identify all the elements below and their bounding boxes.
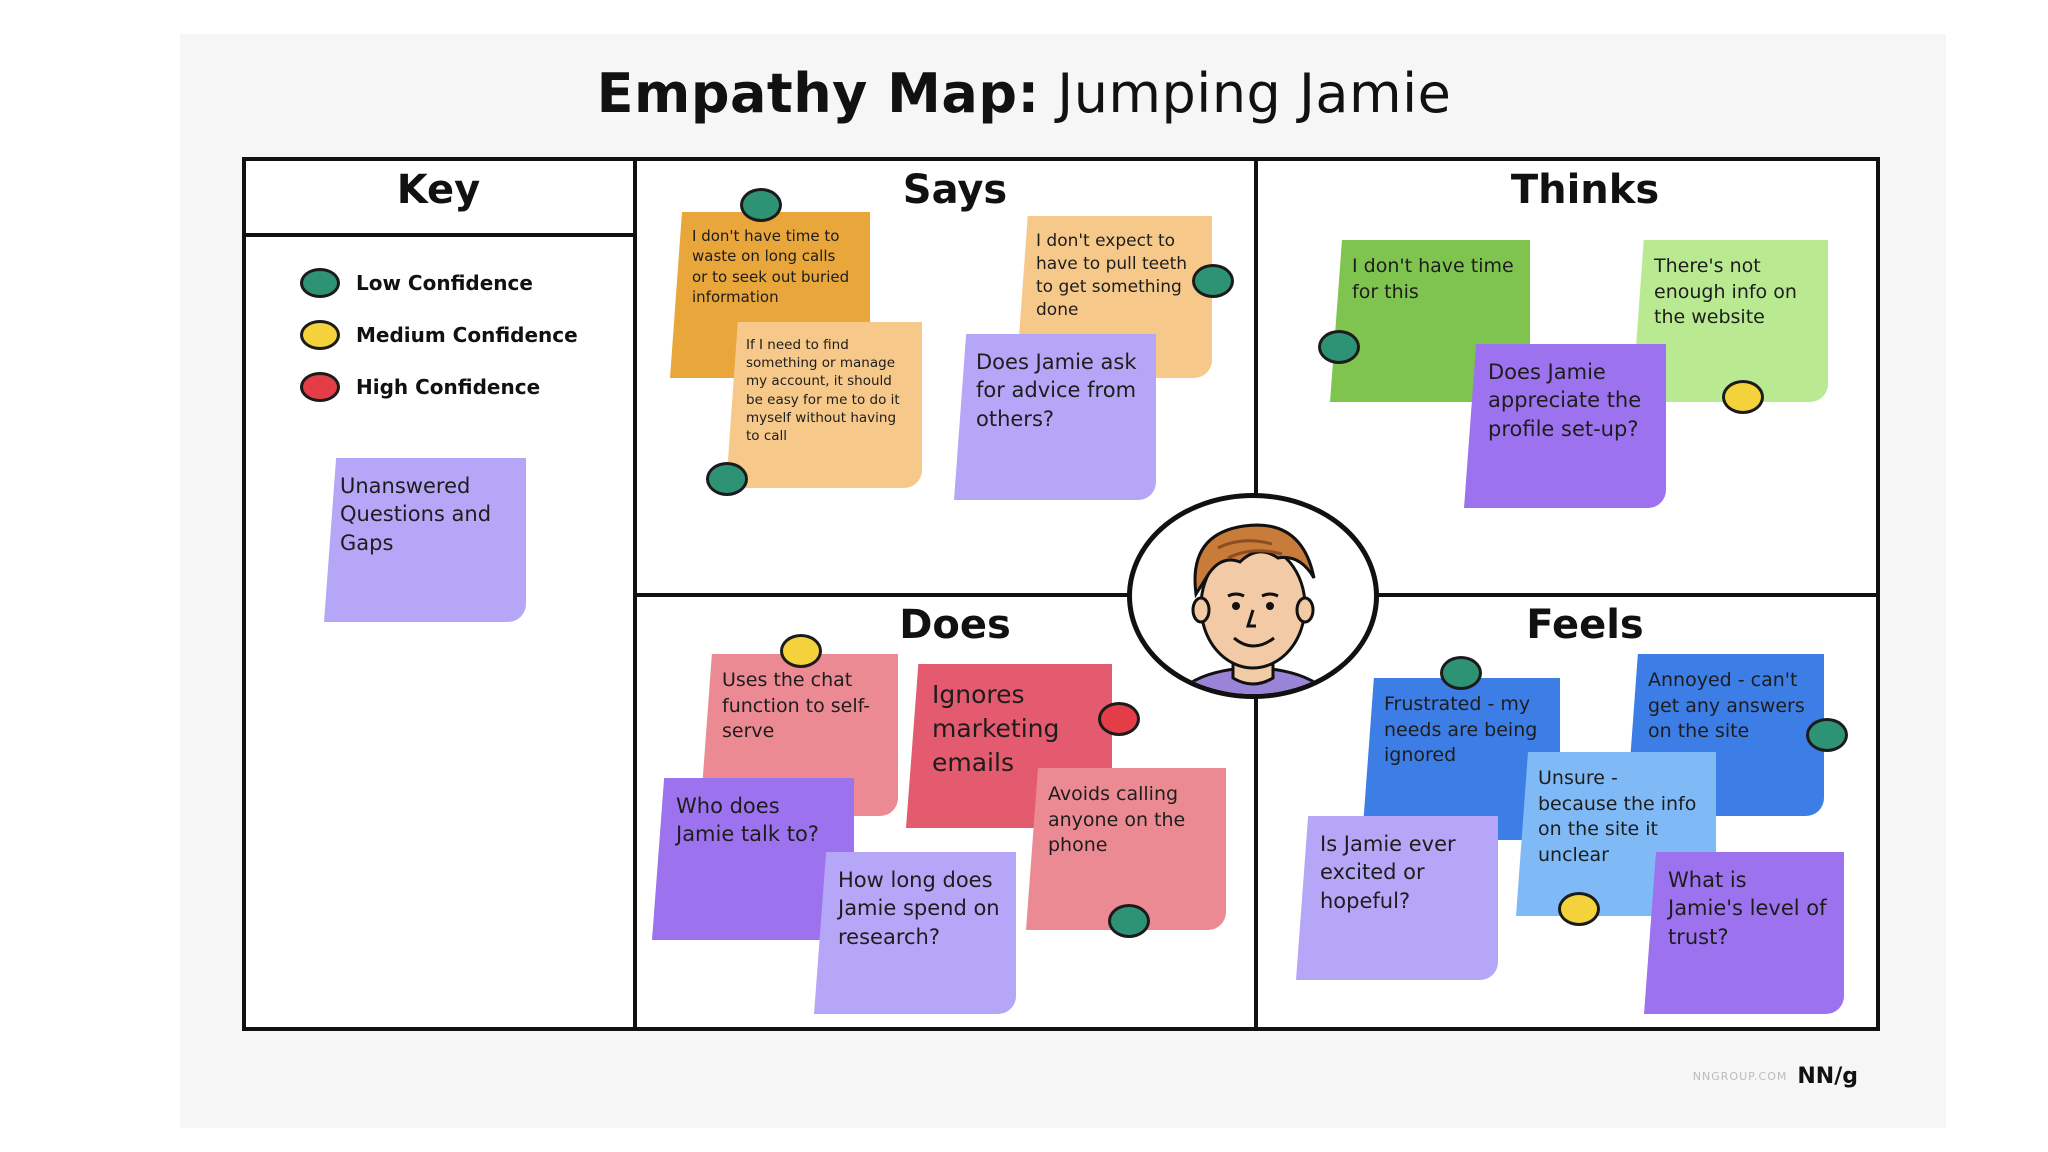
nng-logo: NN/g [1797, 1064, 1858, 1089]
note-does-calling: Avoids calling anyone on the phone [1026, 768, 1226, 930]
note-feels-question-trust: What is Jamie's level of trust? [1644, 852, 1844, 1014]
note-feels-annoyed: Annoyed - can't get any answers on the s… [1626, 654, 1824, 816]
key-title: Key [396, 167, 481, 213]
legend-high-label: High Confidence [356, 375, 541, 399]
confidence-dot-low-icon [740, 188, 782, 222]
legend-medium-label: Medium Confidence [356, 323, 578, 347]
note-says-question: Does Jamie ask for advice from others? [954, 334, 1156, 500]
page-title: Empathy Map: Jumping Jamie [0, 62, 2048, 125]
note-thinks-question: Does Jamie appreciate the profile set-up… [1464, 344, 1666, 508]
note-does-question-research: How long does Jamie spend on research? [814, 852, 1016, 1014]
legend-high: High Confidence [300, 372, 540, 402]
confidence-dot-medium-icon [780, 634, 822, 668]
footer-branding: NNGROUP.COM NN/g [1693, 1064, 1858, 1089]
divider-key-header [242, 233, 635, 237]
legend-medium-icon [300, 320, 340, 350]
person-avatar-icon [1127, 493, 1379, 699]
confidence-dot-low-icon [1108, 904, 1150, 938]
confidence-dot-low-icon [706, 462, 748, 496]
confidence-dot-medium-icon [1558, 892, 1600, 926]
note-says-easy: If I need to find something or manage my… [726, 322, 922, 488]
confidence-dot-medium-icon [1722, 380, 1764, 414]
confidence-dot-low-icon [1440, 656, 1482, 690]
legend-low-icon [300, 268, 340, 298]
footer-site: NNGROUP.COM [1692, 1070, 1788, 1083]
quadrant-title-does: Does [899, 602, 1011, 648]
quadrant-title-thinks: Thinks [1510, 167, 1660, 213]
legend-medium: Medium Confidence [300, 320, 578, 350]
confidence-dot-high-icon [1098, 702, 1140, 736]
quadrant-title-says: Says [902, 167, 1008, 213]
title-persona: Jumping Jamie [1057, 62, 1452, 125]
legend-high-icon [300, 372, 340, 402]
note-does-question-talk: Who does Jamie talk to? [652, 778, 854, 940]
confidence-dot-low-icon [1806, 718, 1848, 752]
note-feels-question-excited: Is Jamie ever excited or hopeful? [1296, 816, 1498, 980]
quadrant-title-feels: Feels [1526, 602, 1644, 648]
legend-questions-note: Unanswered Questions and Gaps [324, 458, 526, 622]
confidence-dot-low-icon [1192, 264, 1234, 298]
legend-low-label: Low Confidence [356, 271, 533, 295]
legend-low: Low Confidence [300, 268, 533, 298]
title-bold: Empathy Map: [596, 62, 1040, 125]
confidence-dot-low-icon [1318, 330, 1360, 364]
